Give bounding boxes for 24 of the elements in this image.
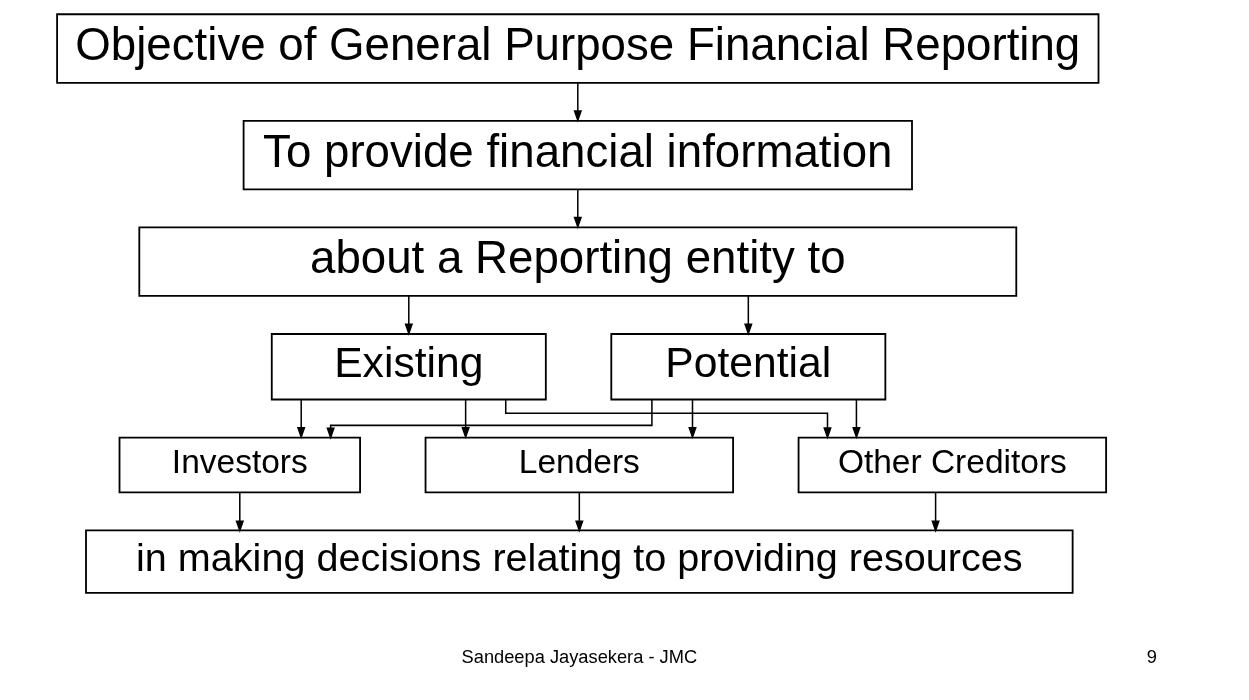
node-box: Lenders <box>424 436 734 494</box>
arrow <box>404 295 413 336</box>
arrow <box>296 399 305 440</box>
node-box: in making decisions relating to providing resources <box>84 529 1074 594</box>
node-box: about a Reporting entity to <box>137 226 1017 297</box>
arrow <box>325 398 653 440</box>
arrow <box>235 491 244 533</box>
arrow <box>687 399 697 440</box>
arrow <box>573 188 582 229</box>
node-box: Existing <box>270 333 547 401</box>
arrow <box>504 398 832 440</box>
arrow <box>573 82 582 123</box>
label: 9 <box>1146 646 1157 668</box>
arrow <box>851 399 861 440</box>
arrow <box>930 491 940 533</box>
label: Sandeepa Jayasekera - JMC <box>461 646 697 668</box>
node-box: Other Creditors <box>797 436 1107 494</box>
node-box: Potential <box>609 333 886 401</box>
node-box: To provide financial information <box>242 119 913 191</box>
arrow <box>574 491 584 533</box>
node-box: Objective of General Purpose Financial Reporting <box>55 13 1099 84</box>
node-box: Investors <box>118 436 361 494</box>
arrow <box>460 399 470 440</box>
arrow <box>743 295 753 336</box>
